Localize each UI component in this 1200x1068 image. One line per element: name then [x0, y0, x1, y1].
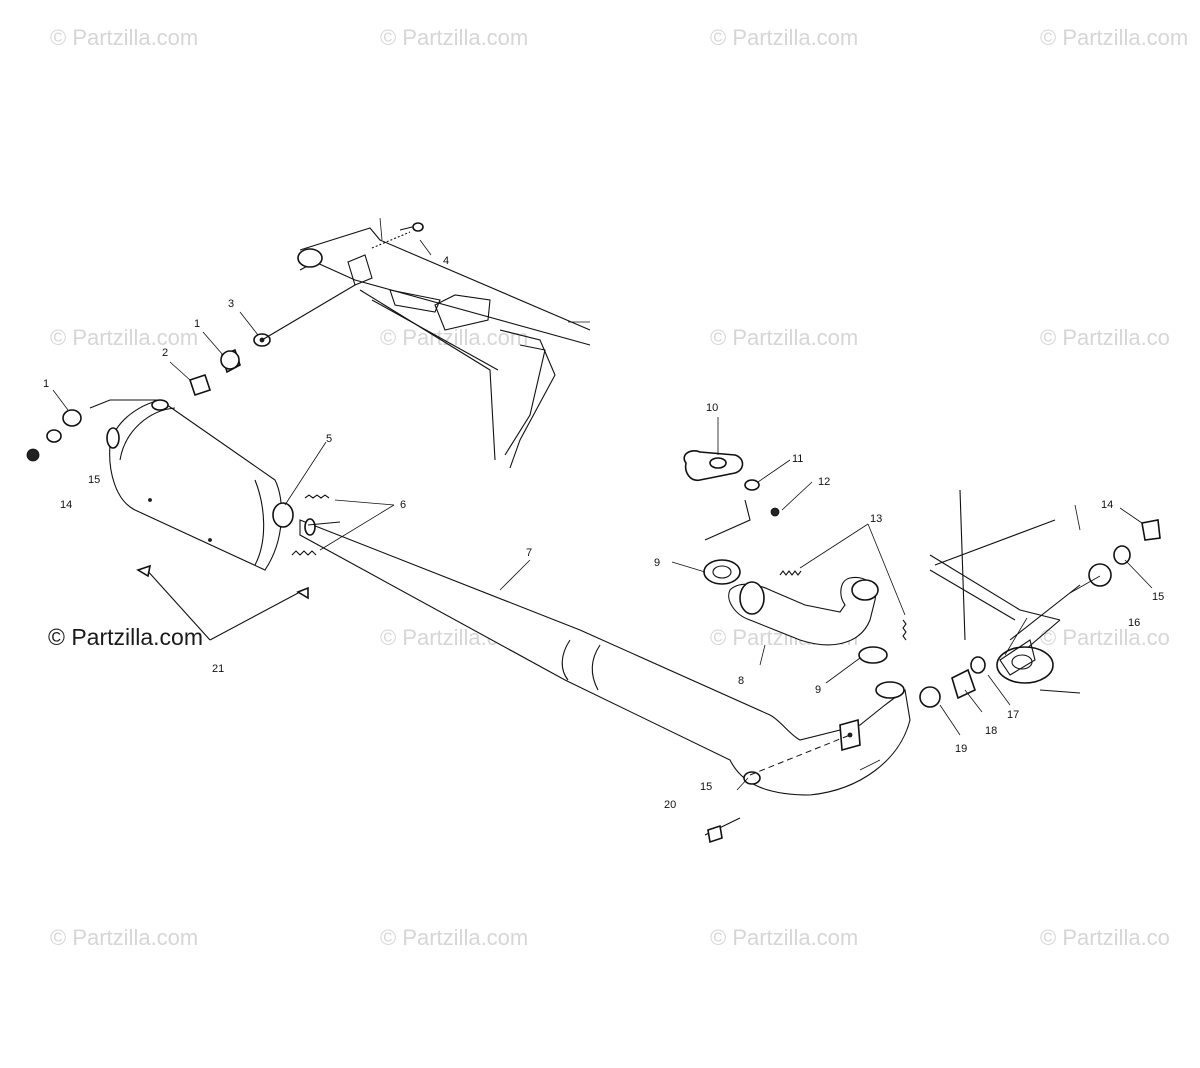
watermark: © Partzilla.com	[710, 325, 858, 350]
watermark: © Partzilla.co	[1040, 325, 1170, 350]
callout-14: 14	[1101, 499, 1113, 511]
callout-18: 18	[985, 725, 997, 737]
springs	[291, 494, 341, 556]
watermark: © Partzilla.com	[380, 25, 528, 50]
lower-frame-bracket	[929, 489, 1081, 694]
leader-lines	[52, 239, 1153, 791]
watermark: © Partzilla.com	[710, 925, 858, 950]
callout-21: 21	[212, 663, 224, 675]
callout-11: 11	[792, 453, 803, 465]
callout-7: 7	[526, 547, 532, 559]
callout-8: 8	[738, 675, 744, 687]
callout-12: 12	[818, 476, 830, 488]
callout-10: 10	[706, 402, 718, 414]
rear-mount-hardware	[704, 519, 1161, 844]
watermark: © Partzilla.com	[710, 25, 858, 50]
callout-16: 16	[1128, 617, 1140, 629]
muffler	[106, 399, 294, 571]
callout-15: 15	[1152, 591, 1164, 603]
callout-1: 1	[194, 318, 200, 330]
callout-20: 20	[664, 799, 676, 811]
callout-9: 9	[815, 684, 821, 696]
callout-13: 13	[870, 513, 882, 525]
bolt-line	[209, 591, 301, 641]
bolt-line	[144, 567, 211, 641]
watermark: © Partzilla.com	[50, 925, 198, 950]
watermark: © Partzilla.co	[1040, 925, 1170, 950]
watermark: © Partzilla.com	[50, 325, 198, 350]
head-pipe-assembly	[683, 450, 907, 771]
watermark: © Partzilla.co	[1040, 625, 1170, 650]
fastener-path	[749, 734, 851, 776]
muffler-mount-hardware	[26, 222, 424, 462]
watermark: © Partzilla.com	[380, 925, 528, 950]
upper-frame-bracket	[297, 217, 591, 469]
watermark: © Partzilla.com	[50, 25, 198, 50]
callout-6: 6	[400, 499, 406, 511]
callout-1: 1	[43, 378, 49, 390]
callout-3: 3	[228, 298, 234, 310]
bolt-left	[136, 564, 152, 578]
watermark-layer: © Partzilla.com © Partzilla.com © Partzi…	[48, 25, 1188, 950]
watermark-main: © Partzilla.com	[48, 624, 203, 650]
callout-15: 15	[88, 474, 100, 486]
watermark: © Partzilla.com	[1040, 25, 1188, 50]
callout-labels: 4 3 1 2 1 15 14 5 6 7 21 10 11 12 13 9 8…	[43, 255, 1164, 811]
callout-2: 2	[162, 347, 168, 359]
callout-17: 17	[1007, 709, 1019, 721]
exhaust-pipe	[299, 518, 911, 796]
callout-5: 5	[326, 433, 332, 445]
callout-4: 4	[443, 255, 449, 267]
callout-9: 9	[654, 557, 660, 569]
callout-15: 15	[700, 781, 712, 793]
callout-14: 14	[60, 499, 72, 511]
callout-19: 19	[955, 743, 967, 755]
bolt-right	[296, 586, 309, 600]
